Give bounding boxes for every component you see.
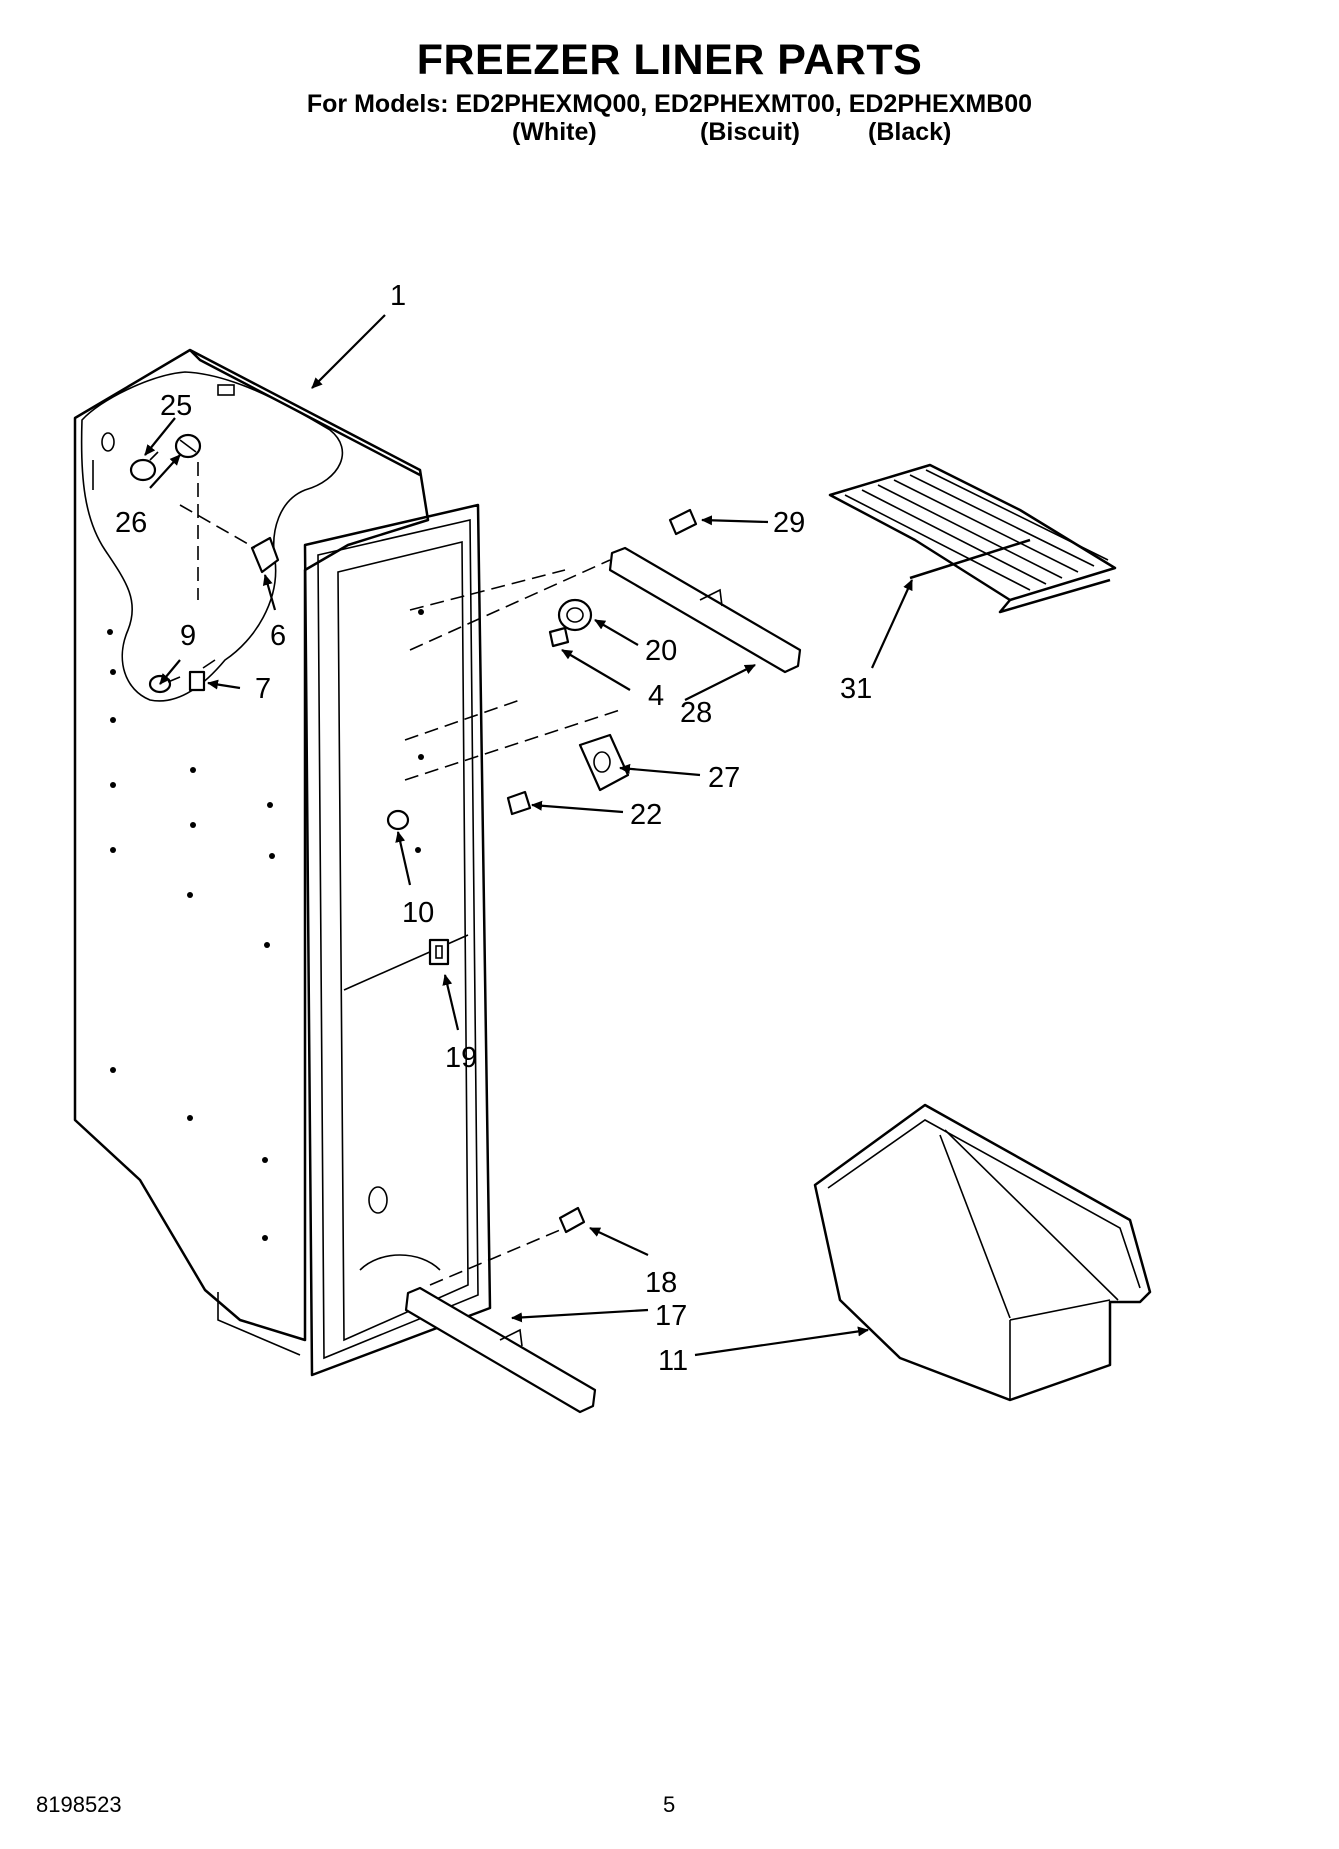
callout-labels: 1 25 26 6 9 7 29 20 4 28 31 27 22 10 19 … — [115, 280, 872, 1377]
light-socket — [174, 433, 202, 600]
callout-28: 28 — [680, 697, 712, 729]
callout-18: 18 — [645, 1267, 677, 1299]
door-switch — [428, 938, 450, 966]
freezer-liner — [73, 348, 492, 1377]
callout-27: 27 — [708, 762, 740, 794]
shelf-support-bracket — [557, 598, 593, 632]
wire-shelf — [828, 463, 1117, 614]
color-label-white: (White) — [512, 118, 597, 146]
callout-arrows — [144, 314, 914, 1357]
rail-screw-lower — [558, 1206, 586, 1234]
models-line: For Models: ED2PHEXMQ00, ED2PHEXMT00, ED… — [306, 90, 1033, 118]
callout-19: 19 — [445, 1042, 477, 1074]
callout-31: 31 — [840, 673, 872, 705]
color-label-black: (Black) — [868, 118, 952, 146]
page-number: 5 — [663, 1792, 676, 1817]
callout-22: 22 — [630, 799, 662, 831]
shelf-support — [578, 733, 630, 792]
callout-6: 6 — [270, 620, 286, 652]
callout-17: 17 — [655, 1300, 687, 1332]
rail-screw — [668, 508, 698, 536]
callout-9: 9 — [180, 620, 196, 652]
lower-shelf-rail — [404, 1286, 597, 1414]
callout-11: 11 — [658, 1345, 688, 1377]
light-bulb — [129, 451, 159, 482]
cover-bracket — [179, 504, 280, 574]
storage-bin — [813, 1103, 1152, 1402]
callout-26: 26 — [115, 507, 147, 539]
callout-29: 29 — [773, 507, 805, 539]
callout-10: 10 — [402, 897, 434, 929]
support-screw — [506, 790, 532, 816]
hole-plug — [386, 809, 410, 831]
callout-25: 25 — [160, 390, 192, 422]
callout-1: 1 — [390, 280, 406, 312]
upper-shelf-rail — [608, 546, 802, 674]
callout-20: 20 — [645, 635, 677, 667]
callout-7: 7 — [255, 673, 271, 705]
page-title: FREEZER LINER PARTS — [416, 36, 923, 84]
mounting-clip — [188, 659, 216, 692]
document-number: 8198523 — [36, 1792, 122, 1817]
callout-4: 4 — [648, 680, 664, 712]
color-label-biscuit: (Biscuit) — [700, 118, 800, 146]
bracket-screw-upper — [548, 626, 570, 648]
